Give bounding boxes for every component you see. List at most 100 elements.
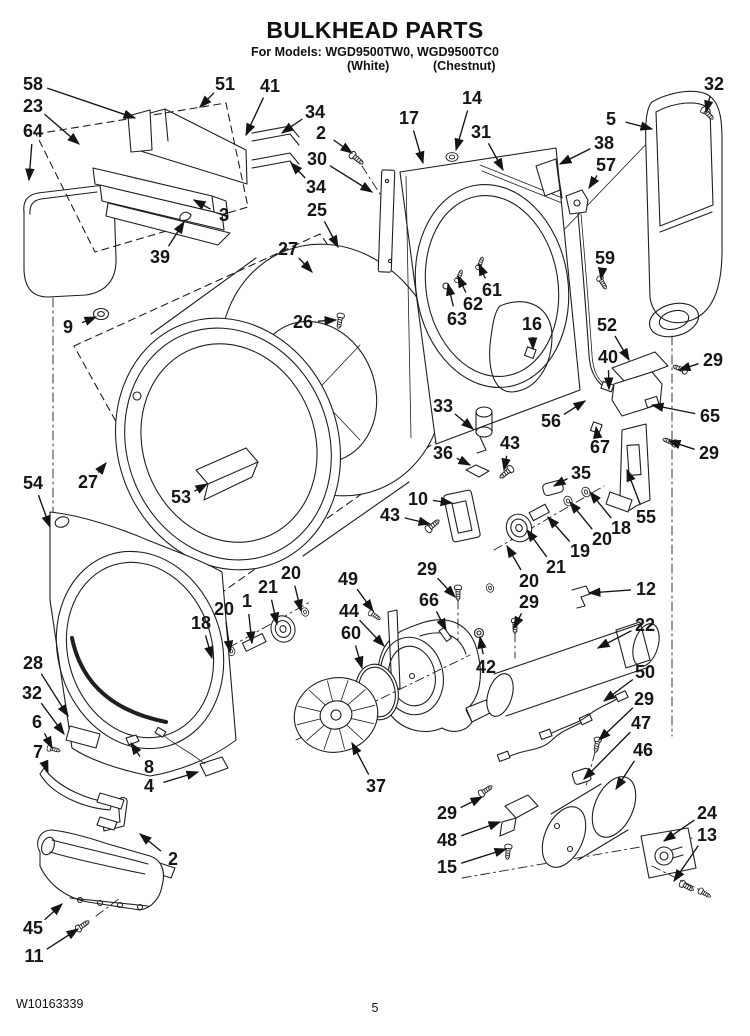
- callout-leader-61: [478, 262, 488, 279]
- callout-6: 6: [32, 712, 42, 732]
- rear-bulkhead-panel: [399, 147, 581, 445]
- callout-40: 40: [598, 347, 618, 367]
- callout-leader-42: [477, 635, 487, 655]
- callout-leader-57: [588, 175, 600, 190]
- callout-leader-32: [40, 702, 65, 736]
- callout-leader-4: [163, 770, 200, 784]
- callout-leader-31: [487, 142, 504, 172]
- doc-number: W10163339: [16, 997, 84, 1011]
- callout-27: 27: [78, 472, 98, 492]
- callout-leader-26: [317, 316, 338, 326]
- callout-leader-20: [293, 585, 303, 613]
- callout-3: 3: [219, 205, 229, 225]
- callout-leader-21: [526, 528, 548, 558]
- callout-leader-47: [583, 731, 631, 780]
- callout-48: 48: [437, 830, 457, 850]
- callout-leader-13: [673, 845, 699, 883]
- lower-lint-duct: [37, 829, 165, 934]
- callout-43: 43: [500, 433, 520, 453]
- callout-leader-43: [404, 516, 432, 526]
- callout-20: 20: [519, 571, 539, 591]
- callout-19: 19: [570, 541, 590, 561]
- callout-61: 61: [482, 280, 502, 300]
- callout-leader-60: [354, 645, 364, 670]
- callout-29: 29: [699, 443, 719, 463]
- callout-leader-55: [626, 468, 642, 506]
- callout-29: 29: [519, 592, 539, 612]
- callout-44: 44: [339, 601, 359, 621]
- callout-leader-27: [95, 461, 107, 475]
- callout-28: 28: [23, 653, 43, 673]
- callout-25: 25: [307, 200, 327, 220]
- callout-leader-54: [37, 494, 51, 529]
- callout-18: 18: [611, 518, 631, 538]
- title-block: BULKHEAD PARTS For Models: WGD9500TW0, W…: [0, 17, 750, 74]
- lint-screen: [23, 185, 117, 298]
- callout-leader-66: [435, 610, 447, 632]
- callout-27: 27: [278, 239, 298, 259]
- callout-leader-51: [199, 92, 215, 108]
- callout-leader-10: [432, 496, 454, 507]
- callout-8: 8: [144, 757, 154, 777]
- callout-66: 66: [419, 590, 439, 610]
- callout-52: 52: [597, 315, 617, 335]
- callout-leader-2: [138, 833, 162, 852]
- callout-21: 21: [258, 577, 278, 597]
- callout-leader-36: [456, 455, 472, 466]
- callout-leader-37: [351, 741, 370, 775]
- heater-duct: [486, 585, 660, 717]
- callout-leader-43: [501, 455, 511, 472]
- relay-and-bracket: [589, 351, 690, 513]
- callout-31: 31: [471, 122, 491, 142]
- callout-leader-64: [25, 143, 35, 182]
- variant-white-label: (White): [347, 58, 390, 73]
- callout-leader-5: [625, 121, 654, 131]
- callout-leader-9: [81, 316, 98, 326]
- callout-leader-63: [446, 282, 456, 307]
- callout-leader-20: [223, 621, 234, 654]
- callout-7: 7: [33, 742, 43, 762]
- variant-chestnut-label: (Chestnut): [433, 58, 496, 73]
- callout-63: 63: [447, 309, 467, 329]
- callout-10: 10: [408, 489, 428, 509]
- callout-leader-15: [461, 847, 508, 864]
- callout-20: 20: [281, 563, 301, 583]
- callout-leader-38: [558, 147, 591, 165]
- callout-leader-35: [552, 476, 568, 487]
- callout-leader-48: [460, 821, 502, 837]
- callout-59: 59: [595, 248, 615, 268]
- clip-39: [179, 211, 192, 221]
- callout-5: 5: [606, 109, 616, 129]
- callout-leader-40: [603, 369, 614, 391]
- callout-leader-67: [593, 425, 603, 440]
- callout-leader-20: [506, 544, 522, 571]
- rear-exhaust-duct: [645, 90, 723, 338]
- callout-58: 58: [23, 74, 43, 94]
- callout-leader-30: [329, 165, 374, 193]
- callout-29: 29: [437, 803, 457, 823]
- callout-62: 62: [463, 294, 483, 314]
- callout-leader-14: [454, 110, 469, 152]
- callout-16: 16: [522, 314, 542, 334]
- callout-leader-17: [412, 130, 425, 165]
- callout-20: 20: [592, 529, 612, 549]
- callout-34: 34: [305, 102, 325, 122]
- page-number: 5: [371, 1001, 379, 1015]
- outlet-grille: [127, 108, 248, 185]
- callout-37: 37: [366, 776, 386, 796]
- callout-leader-27: [298, 257, 313, 273]
- callout-53: 53: [171, 487, 191, 507]
- front-bulkhead-panel: [49, 511, 237, 777]
- callout-leader-52: [614, 335, 630, 362]
- callout-64: 64: [23, 121, 43, 141]
- callout-leader-2: [333, 139, 354, 154]
- callout-56: 56: [541, 411, 561, 431]
- callout-4: 4: [144, 776, 154, 796]
- callout-41: 41: [260, 76, 280, 96]
- callout-leader-25: [323, 220, 339, 249]
- callout-leader-29: [437, 577, 456, 598]
- callout-30: 30: [307, 149, 327, 169]
- callout-leader-41: [245, 97, 265, 137]
